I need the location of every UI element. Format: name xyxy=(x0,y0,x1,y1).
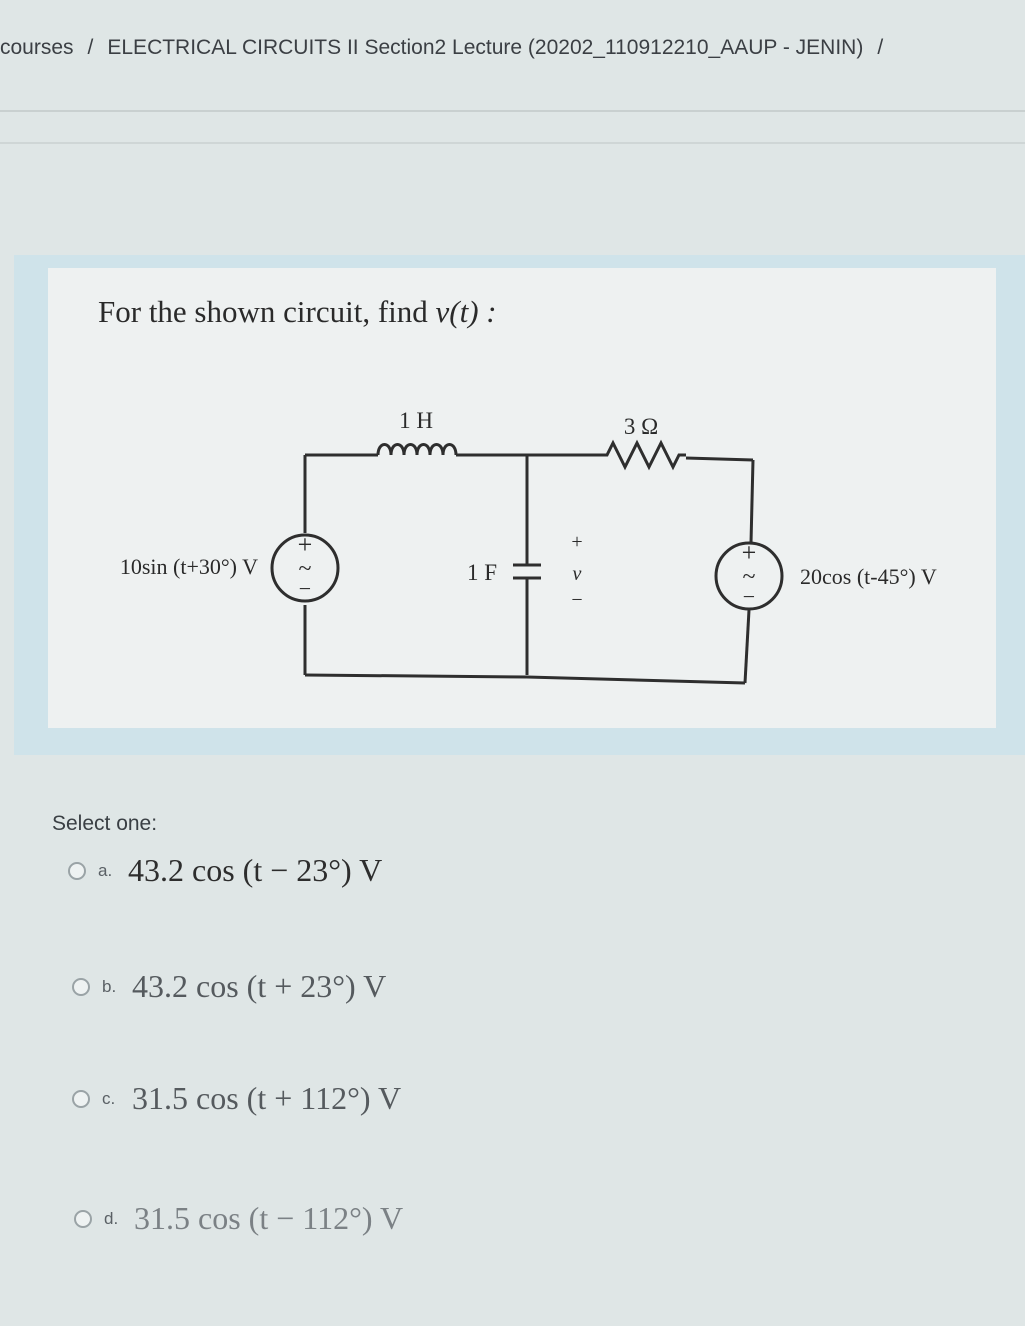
right-source-plus: + xyxy=(742,538,757,567)
left-source-plus: + xyxy=(298,530,313,559)
left-source-label: 10sin (t+30°) V xyxy=(120,554,258,579)
breadcrumb-separator: / xyxy=(877,36,884,59)
circuit-diagram: + ~ − + ~ − + v − 1 H 3 Ω 1 F 10sin (t+3… xyxy=(120,408,937,685)
divider xyxy=(0,142,1025,144)
question-suffix: : xyxy=(478,294,497,329)
answer-option-a[interactable]: a. 43.2 cos (t − 23°) V xyxy=(68,852,382,889)
wire xyxy=(749,459,755,544)
answer-option-c[interactable]: c. 31.5 cos (t + 112°) V xyxy=(72,1080,401,1117)
radio-button[interactable] xyxy=(72,977,90,996)
radio-button[interactable] xyxy=(74,1209,92,1228)
option-letter: b. xyxy=(102,976,117,996)
option-text[interactable]: 31.5 cos (t − 112°) V xyxy=(134,1200,404,1236)
breadcrumb-separator: / xyxy=(87,36,94,59)
left-ac-source xyxy=(270,533,340,603)
wire xyxy=(685,456,754,462)
question-prefix: For the shown circuit, find xyxy=(98,294,436,329)
resistor-zigzag xyxy=(600,439,686,471)
right-source-label: 20cos (t-45°) V xyxy=(800,564,937,589)
answer-option-d[interactable]: d. 31.5 cos (t − 112°) V xyxy=(74,1200,403,1237)
left-source-tilde: ~ xyxy=(299,556,312,582)
left-source-minus: − xyxy=(299,576,311,601)
option-letter: d. xyxy=(104,1208,119,1228)
breadcrumb: courses / ELECTRICAL CIRCUITS II Section2 … xyxy=(0,36,1025,60)
inductor-coil xyxy=(376,443,458,456)
voltage-plus: + xyxy=(571,531,582,553)
divider xyxy=(0,110,1025,112)
right-source-minus: − xyxy=(743,584,755,609)
option-text[interactable]: 43.2 cos (t − 23°) V xyxy=(128,852,383,888)
question-text-area xyxy=(48,268,996,728)
inductor-label: 1 H xyxy=(399,408,433,433)
breadcrumb-courses-link[interactable]: courses xyxy=(0,36,74,59)
option-text[interactable]: 43.2 cos (t + 23°) V xyxy=(132,968,387,1004)
option-letter: c. xyxy=(102,1088,116,1108)
resistor-label: 3 Ω xyxy=(624,414,658,439)
option-letter: a. xyxy=(98,860,113,880)
answer-option-b[interactable]: b. 43.2 cos (t + 23°) V xyxy=(72,968,386,1005)
right-source-tilde: ~ xyxy=(743,564,756,590)
capacitor-label: 1 F xyxy=(467,560,497,585)
wire xyxy=(526,675,746,685)
wire xyxy=(304,673,528,679)
select-one-prompt: Select one: xyxy=(52,812,158,835)
breadcrumb-course-link[interactable]: ELECTRICAL CIRCUITS II Section2 Lecture … xyxy=(107,36,864,59)
voltage-label: v xyxy=(573,563,582,585)
option-text[interactable]: 31.5 cos (t + 112°) V xyxy=(132,1080,402,1116)
question-variable: v(t) xyxy=(435,294,479,329)
wire xyxy=(743,609,751,684)
right-ac-source xyxy=(714,541,784,611)
radio-button[interactable] xyxy=(72,1089,90,1108)
radio-button[interactable] xyxy=(68,861,86,880)
question-text: For the shown circuit, find v(t) : xyxy=(98,294,497,330)
voltage-minus: − xyxy=(571,589,582,611)
